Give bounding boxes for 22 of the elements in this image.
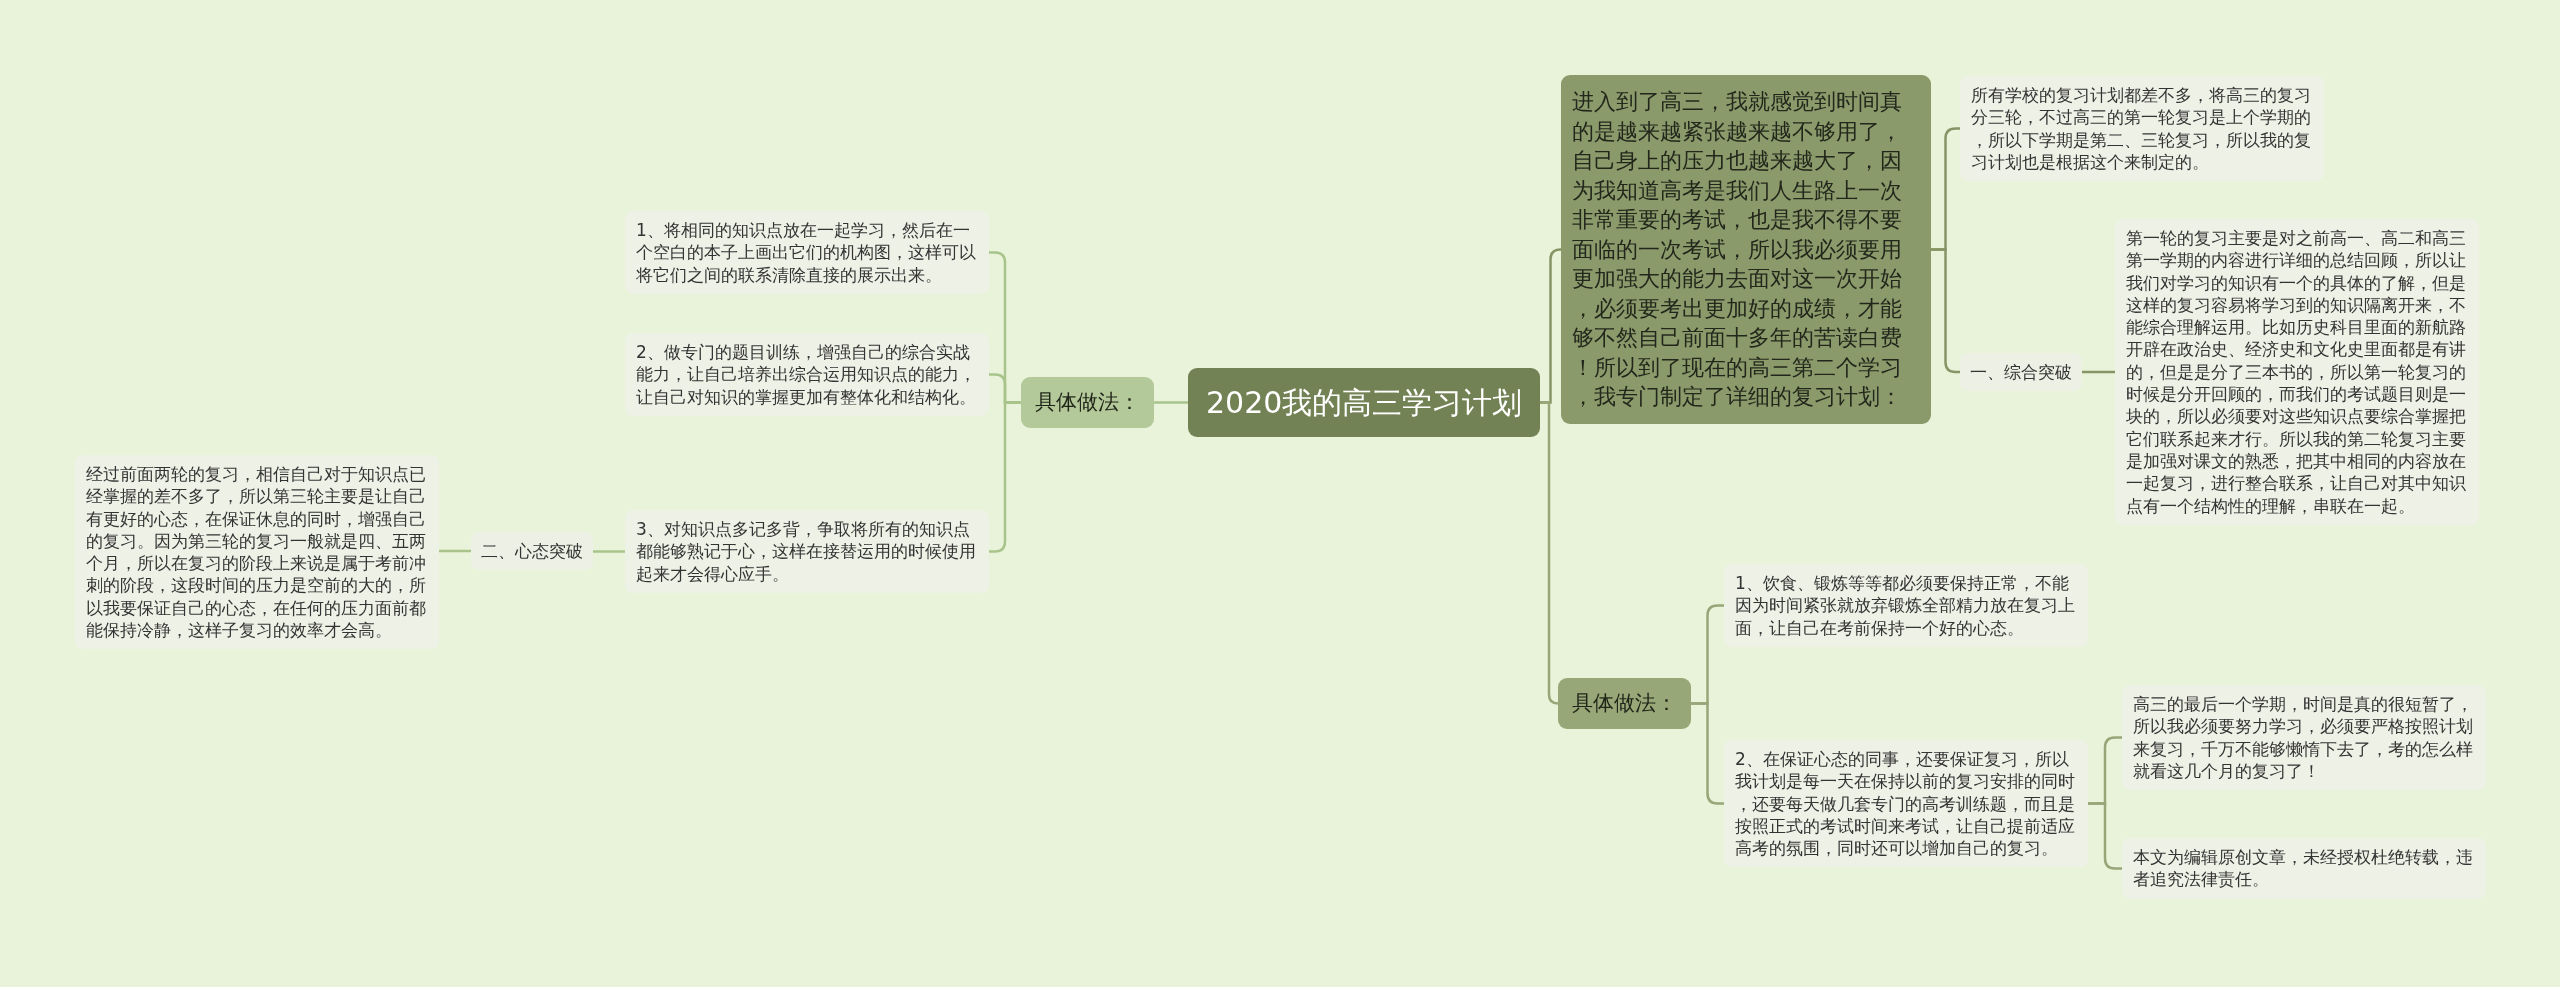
connector-line (1154, 401, 1188, 404)
connector-line (1691, 702, 1724, 805)
branch-topic: 二、心态突破 (471, 532, 593, 570)
subtopic: 具体做法： (1558, 678, 1691, 729)
intro-topic: 进入到了高三，我就感觉到时间真的是越来越紧张越来越不够用了，自己身上的压力也越来越大了，因为我知道高考是我们人生路上一次非常重要的考试，也是我不得不要面临的一次考试，所以我必须要用更加强大的能力去面对这一次开始，必须要考出更加好的成绩，才能够不然自己前面十多年的苦读白费！所以到了现在的高三第二个学习，我专门制定了详细的复习计划： (1561, 75, 1931, 424)
connector-line (439, 549, 471, 553)
note-card: 2、做专门的题目训练，增强自己的综合实战能力，让自己培养出综合运用知识点的能力，让自己对知识的掌握更加有整体化和结构化。 (625, 333, 989, 416)
note-card: 第一轮的复习主要是对之前高一、高二和高三第一学期的内容进行详细的总结回顾，所以让我们对学习的知识有一个的具体的了解，但是这样的复习容易将学习到的知识隔离开来，不能综合理解运用。比如历史科目里面的新航路开辟在政治史、经济史和文化史里面都是有讲的，但是是分了三本书的，所以第一轮复习的时候是分开回顾的，而我们的考试题目则是一块的，所以必须要对这些知识点要综合掌握把它们联系起来才行。所以我的第二轮复习主要是加强对课文的熟悉，把其中相同的内容放在一起复习，进行整合联系，让自己对其中知识点有一个结构性的理解，串联在一起。 (2115, 219, 2479, 525)
note-card: 高三的最后一个学期，时间是真的很短暂了，所以我必须要努力学习，必须要严格按照计划来复习，千万不能够懒惰下去了，考的怎么样就看这几个月的复习了！ (2122, 685, 2486, 791)
branch-topic: 一、综合突破 (1960, 353, 2082, 391)
note-card: 2、在保证心态的同事，还要保证复习，所以我计划是每一天在保持以前的复习安排的同时，还要每天做几套专门的高考训练题，而且是按照正式的考试时间来考试，让自己提前适应高考的氛围，同时还可以增加自己的复习。 (1724, 740, 2088, 868)
note-card: 本文为编辑原创文章，未经授权杜绝转载，违者追究法律责任。 (2122, 838, 2486, 899)
connector-line (2082, 370, 2115, 374)
note-card: 经过前面两轮的复习，相信自己对于知识点已经掌握的差不多了，所以第三轮主要是让自己有更好的心态，在保证休息的同时，增强自己的复习。因为第三轮的复习一般就是四、五两个月，所以在复习的阶段上来说是属于考前冲刺的阶段，这段时间的压力是空前的大的，所以我要保证自己的心态，在任何的压力面前都能保持冷静，这样子复习的效率才会高。 (75, 455, 439, 650)
central-topic: 2020我的高三学习计划 (1188, 368, 1541, 437)
subtopic: 具体做法： (1021, 377, 1154, 428)
note-card: 所有学校的复习计划都差不多，将高三的复习分三轮，不过高三的第一轮复习是上个学期的，所以下学期是第二、三轮复习，所以我的复习计划也是根据这个来制定的。 (1960, 76, 2324, 182)
connector-line (1540, 401, 1560, 705)
note-card: 1、将相同的知识点放在一起学习，然后在一个空白的本子上画出它们的机构图，这样可以将它们之间的联系清除直接的展示出来。 (625, 211, 989, 294)
connector-line (593, 550, 625, 553)
note-card: 3、对知识点多记多背，争取将所有的知识点都能够熟记于心，这样在接替运用的时候使用起来才会得心应手。 (625, 510, 989, 593)
note-card: 1、饮食、锻炼等等都必须要保持正常，不能因为时间紧张就放弃锻炼全部精力放在复习上面，让自己在考前保持一个好的心态。 (1724, 564, 2088, 647)
